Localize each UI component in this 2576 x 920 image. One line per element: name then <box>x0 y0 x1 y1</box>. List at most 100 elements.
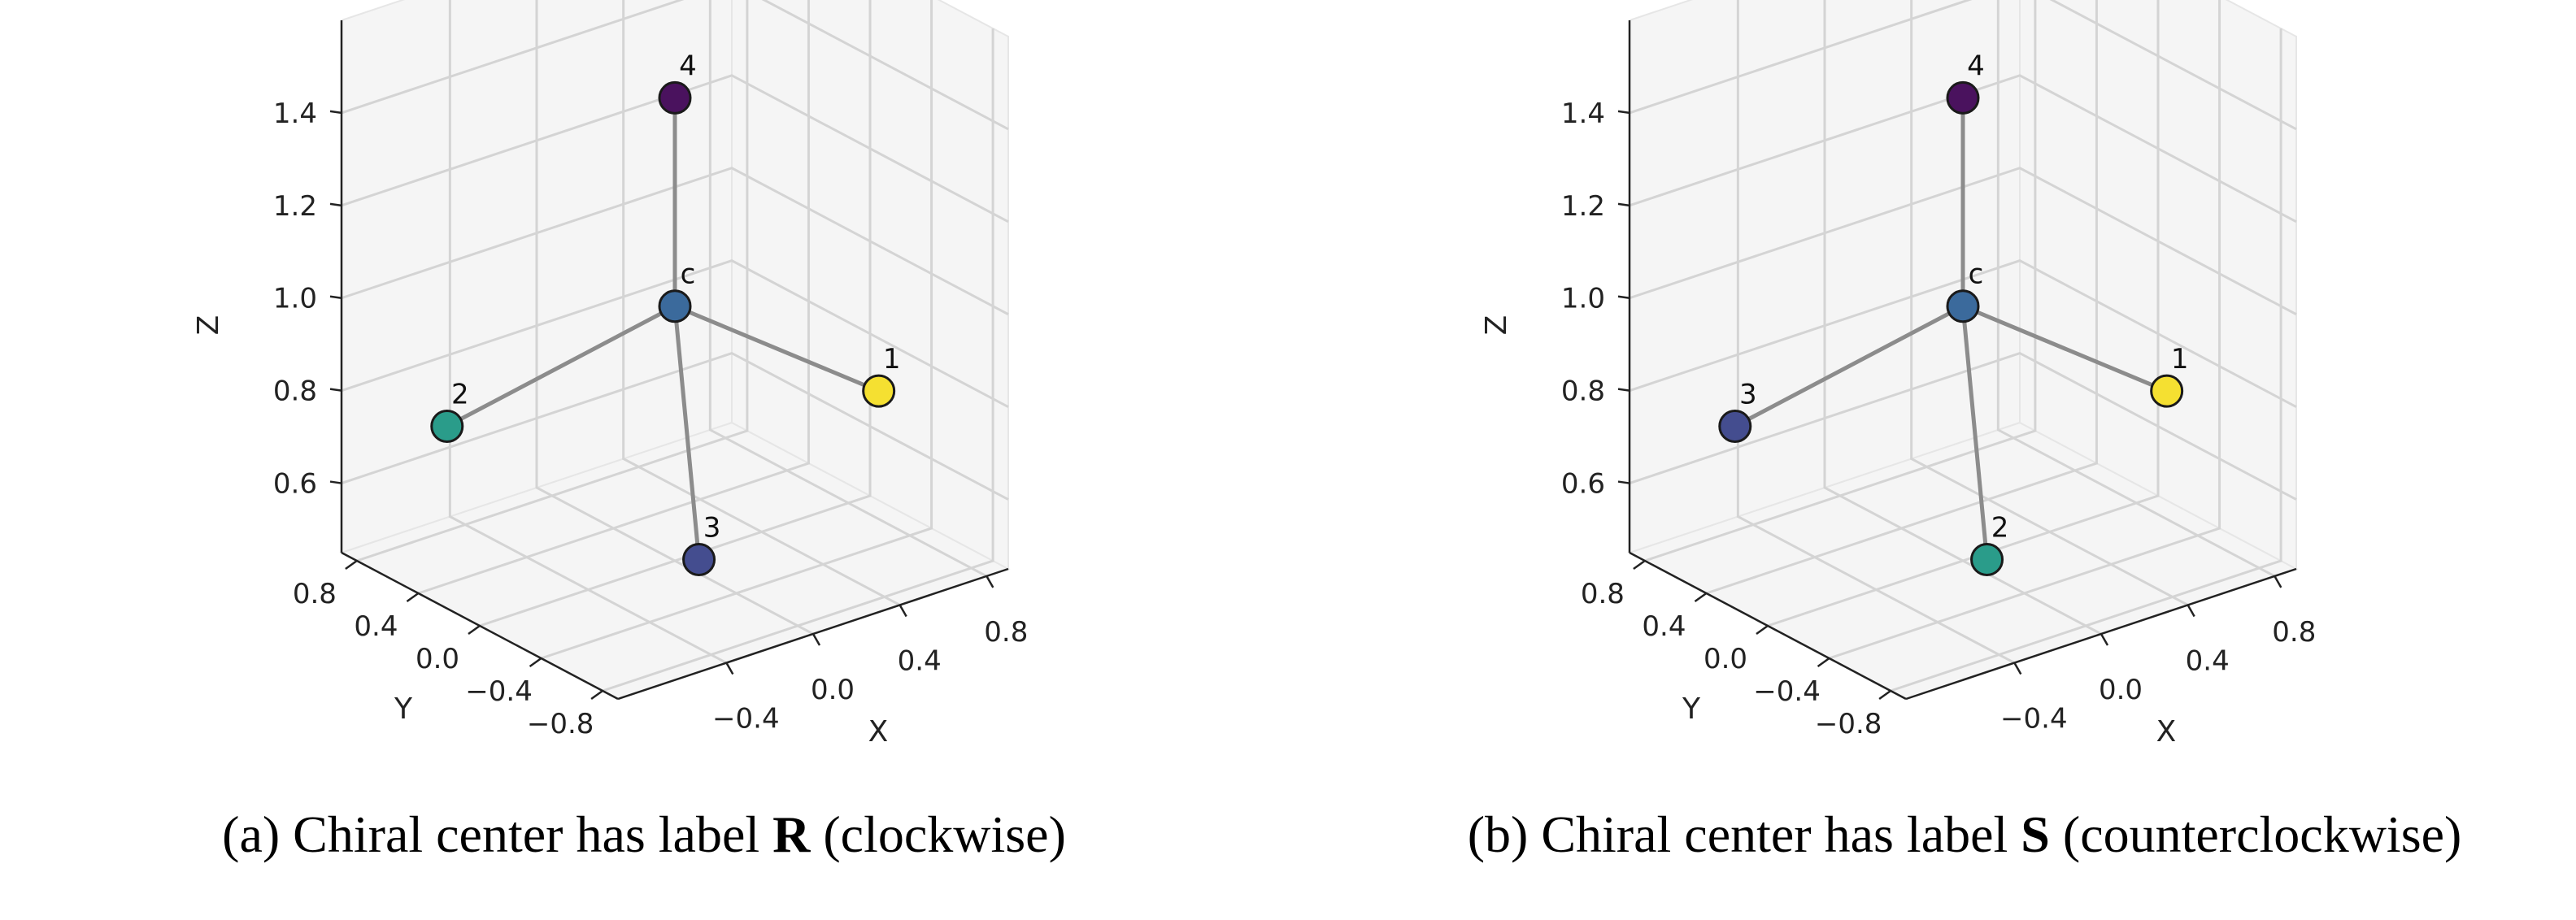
y-tick <box>406 592 420 603</box>
caption-b-suffix: (counterclockwise) <box>2049 805 2462 863</box>
z-tick <box>329 110 342 115</box>
caption-a-label: R <box>772 805 811 863</box>
grid-line-z <box>1629 259 2297 408</box>
x-tick <box>2100 633 2109 646</box>
grid-line-x <box>622 0 901 606</box>
z-tick <box>1617 480 1630 484</box>
chart-a: −0.40.00.40.80.80.40.0−0.4−0.80.60.81.01… <box>192 0 1028 749</box>
y-tick <box>1633 559 1646 571</box>
atom-1 <box>2150 374 2184 408</box>
y-axis-label: Y <box>394 692 413 726</box>
bond-c-2 <box>1960 306 1990 560</box>
bonds <box>446 98 880 560</box>
atom-c <box>1946 289 1980 323</box>
atom-label-4: 4 <box>679 50 697 82</box>
z-tick <box>1617 295 1630 299</box>
x-axis-label: X <box>868 715 889 749</box>
grid-line-x <box>1823 0 2102 636</box>
x-tick <box>2013 662 2022 675</box>
z-tick-label: 0.6 <box>1561 468 1605 501</box>
bond-c-1 <box>1962 304 2168 393</box>
z-tick <box>1617 110 1630 115</box>
atom-label-2: 2 <box>1991 511 2009 544</box>
z-tick <box>329 480 342 484</box>
x-tick <box>2187 604 2195 618</box>
caption-a-suffix: (clockwise) <box>810 805 1066 863</box>
caption-a: (a) Chiral center has label R (clockwise… <box>0 805 1288 865</box>
grid-line-x <box>1736 0 2016 664</box>
z-tick-label: 1.4 <box>1561 98 1605 130</box>
x-tick-label: −0.4 <box>2000 703 2068 736</box>
y-tick-label: −0.8 <box>527 708 594 740</box>
z-tick-label: 1.0 <box>273 283 317 315</box>
z-tick-label: 1.4 <box>273 98 317 130</box>
y-tick-label: 0.8 <box>1581 578 1625 610</box>
y-tick-label: −0.8 <box>1815 708 1882 740</box>
x-tick-label: 0.4 <box>898 644 942 677</box>
grid-line-z <box>1629 0 2297 131</box>
y-tick-label: 0.4 <box>354 610 398 643</box>
z-axis-label: Z <box>1480 315 1513 336</box>
x-axis-label: X <box>2156 715 2177 749</box>
grid-line-x <box>708 0 988 578</box>
grid-line-x <box>535 0 814 636</box>
y-tick <box>1878 689 1891 701</box>
atom-label-3: 3 <box>703 511 721 544</box>
z-tick-label: 1.2 <box>1561 190 1605 223</box>
grid-line-z <box>341 259 1009 408</box>
grid-line-y <box>356 0 749 562</box>
caption-b: (b) Chiral center has label S (countercl… <box>1321 805 2576 865</box>
grid-line-z <box>341 0 1009 131</box>
bond-c-3 <box>672 306 702 560</box>
chart-b: −0.40.00.40.80.80.40.0−0.4−0.80.60.81.01… <box>1480 0 2316 749</box>
atom-label-c: c <box>681 258 696 291</box>
atom-label-3: 3 <box>1739 378 1757 410</box>
x-tick <box>812 633 821 646</box>
grid-line-y <box>479 0 872 627</box>
grid-line-x <box>1910 0 2189 606</box>
atom-label-2: 2 <box>451 378 469 410</box>
caption-b-label: S <box>2021 805 2050 863</box>
x-tick-label: 0.8 <box>2272 616 2316 649</box>
grid-line-y <box>1829 0 2221 660</box>
grid-line-z <box>341 74 1009 223</box>
z-tick <box>1617 388 1630 392</box>
y-tick-label: 0.8 <box>293 578 337 610</box>
z-tick-label: 0.8 <box>273 375 317 408</box>
y-axis-label: Y <box>1682 692 1701 726</box>
x-tick-label: −0.4 <box>712 703 780 736</box>
grid-line-y <box>1705 0 2098 595</box>
atom-c <box>658 289 692 323</box>
grid-line-y <box>602 28 994 692</box>
grid-line-x <box>1996 0 2276 578</box>
x-tick <box>899 604 907 618</box>
caption-a-prefix: (a) Chiral center has label <box>222 805 773 863</box>
atom-2 <box>1970 542 2004 576</box>
atom-label-4: 4 <box>1967 50 1985 82</box>
atom-3 <box>682 542 716 576</box>
atom-4 <box>1946 80 1980 115</box>
grid-line-z <box>341 167 1009 316</box>
y-tick-label: −0.4 <box>465 675 533 708</box>
y-tick <box>1817 657 1830 668</box>
z-tick <box>329 388 342 392</box>
bond-c-2 <box>446 304 677 428</box>
y-tick <box>345 559 358 571</box>
bond-c-3 <box>1734 304 1965 428</box>
grid-line-y <box>541 0 933 660</box>
grid-line-z <box>1629 167 2297 316</box>
atom-label-c: c <box>1969 258 1984 291</box>
y-tick <box>529 657 542 668</box>
x-tick <box>2274 575 2282 588</box>
z-tick <box>1617 202 1630 207</box>
x-tick-label: 0.8 <box>984 616 1028 649</box>
y-tick <box>590 689 603 701</box>
grid-line-z <box>341 351 1009 501</box>
y-tick <box>1756 624 1769 636</box>
x-tick <box>725 662 734 675</box>
caption-b-prefix: (b) Chiral center has label <box>1467 805 2021 863</box>
